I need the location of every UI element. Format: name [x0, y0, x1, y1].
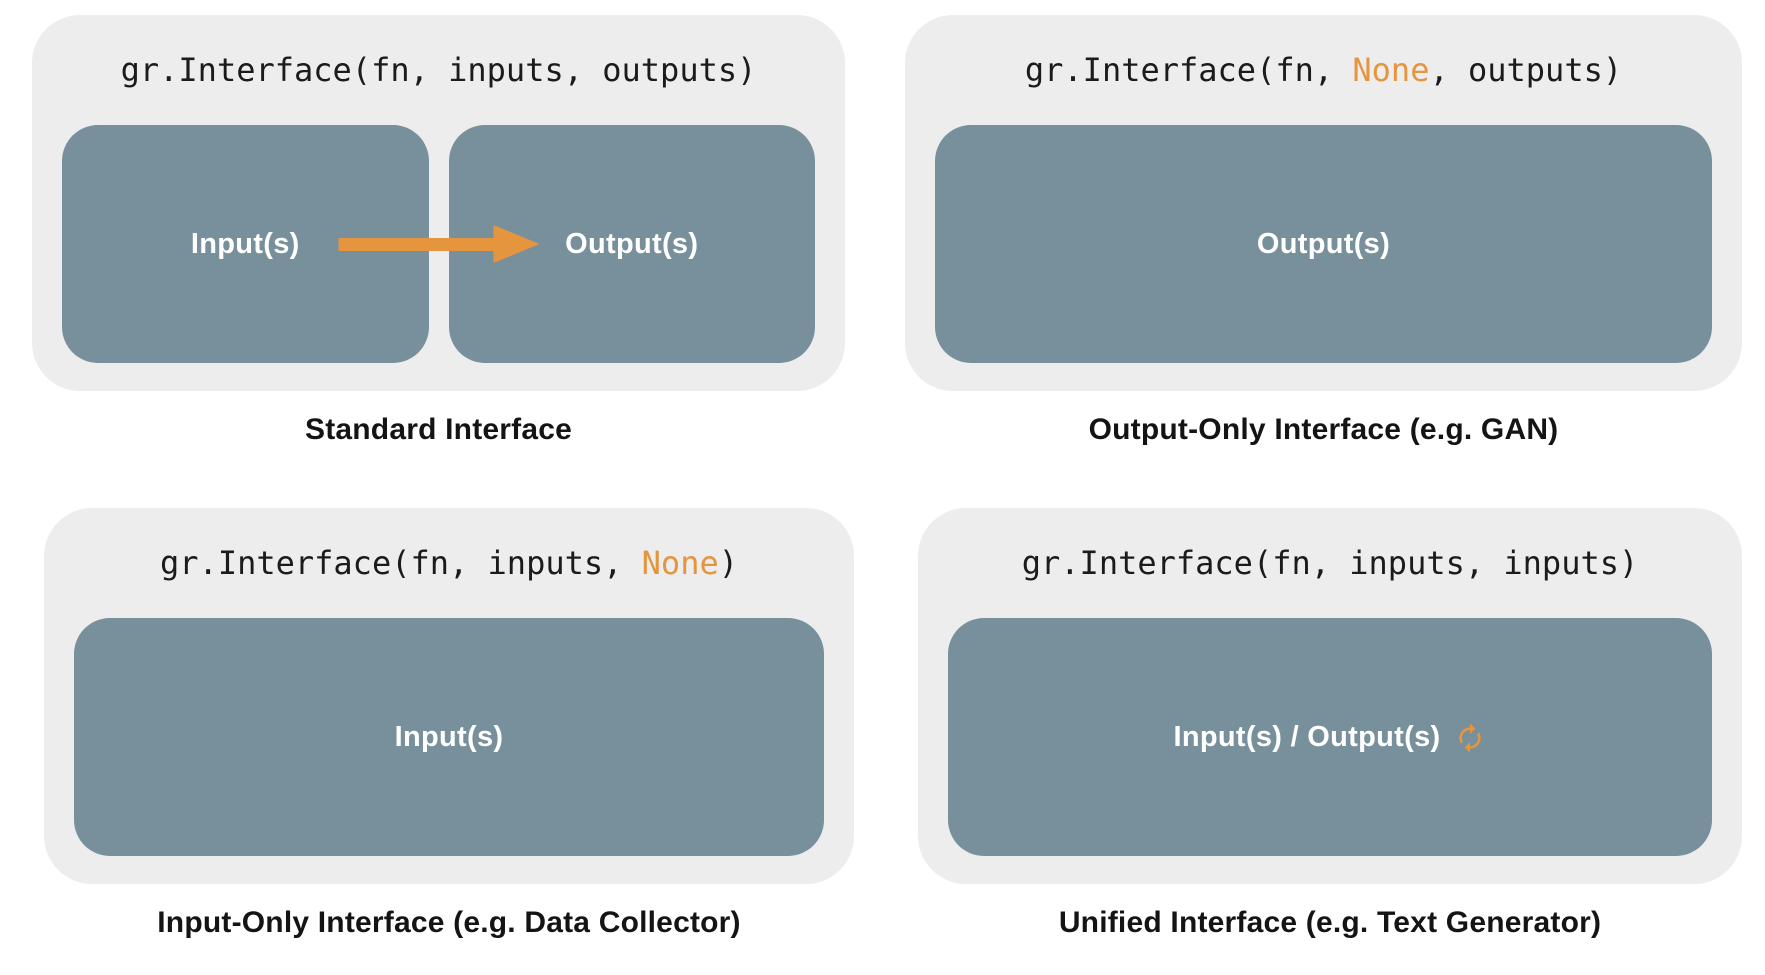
io-boxes-row: Input(s) / Output(s) [948, 618, 1712, 856]
arrow-shaft [338, 237, 493, 251]
input-box-label: Input(s) [190, 227, 300, 260]
code-highlight-none: None [1352, 51, 1430, 89]
panel-output-only-interface: gr.Interface(fn, None, outputs) Output(s… [905, 15, 1742, 391]
panel-caption: Output-Only Interface (e.g. GAN) [1088, 413, 1559, 446]
sync-icon [1459, 723, 1482, 753]
code-text: gr.Interface(fn, inputs, outputs) [120, 51, 757, 89]
panel-standard-interface: gr.Interface(fn, inputs, outputs) Input(… [32, 15, 845, 391]
code-text: gr.Interface(fn, inputs, [160, 544, 642, 582]
panel-unified-interface: gr.Interface(fn, inputs, inputs) Input(s… [918, 508, 1742, 884]
figure-output-only-interface: gr.Interface(fn, None, outputs) Output(s… [905, 15, 1742, 447]
input-box-label: Input(s) [394, 720, 504, 753]
panel-caption: Unified Interface (e.g. Text Generator) [1058, 906, 1602, 939]
panel-caption: Input-Only Interface (e.g. Data Collecto… [157, 906, 741, 939]
figure-unified-interface: gr.Interface(fn, inputs, inputs) Input(s… [918, 508, 1742, 940]
figure-input-only-interface: gr.Interface(fn, inputs, None) Input(s) … [44, 508, 854, 940]
panel-input-only-interface: gr.Interface(fn, inputs, None) Input(s) [44, 508, 854, 884]
input-output-box: Input(s) / Output(s) [948, 618, 1712, 856]
code-snippet: gr.Interface(fn, None, outputs) [935, 15, 1712, 125]
code-snippet: gr.Interface(fn, inputs, inputs) [948, 508, 1712, 618]
output-box-label: Output(s) [565, 227, 699, 260]
output-box: Output(s) [935, 125, 1712, 363]
code-text: , outputs) [1429, 51, 1623, 89]
io-boxes-row: Input(s) Output(s) [62, 125, 815, 363]
code-text: ) [718, 544, 738, 582]
io-boxes-row: Input(s) [74, 618, 824, 856]
figure-standard-interface: gr.Interface(fn, inputs, outputs) Input(… [32, 15, 845, 447]
io-boxes-row: Output(s) [935, 125, 1712, 363]
code-snippet: gr.Interface(fn, inputs, None) [74, 508, 824, 618]
code-highlight-none: None [641, 544, 719, 582]
output-box-label: Output(s) [1256, 227, 1391, 260]
code-snippet: gr.Interface(fn, inputs, outputs) [62, 15, 815, 125]
code-text: gr.Interface(fn, inputs, inputs) [1021, 544, 1639, 582]
input-box: Input(s) [74, 618, 824, 856]
input-output-box-label: Input(s) / Output(s) [1173, 720, 1441, 753]
right-arrow-icon [338, 225, 539, 263]
code-text: gr.Interface(fn, [1024, 51, 1353, 89]
arrow-head [493, 225, 539, 263]
panel-caption: Standard Interface [304, 413, 572, 446]
